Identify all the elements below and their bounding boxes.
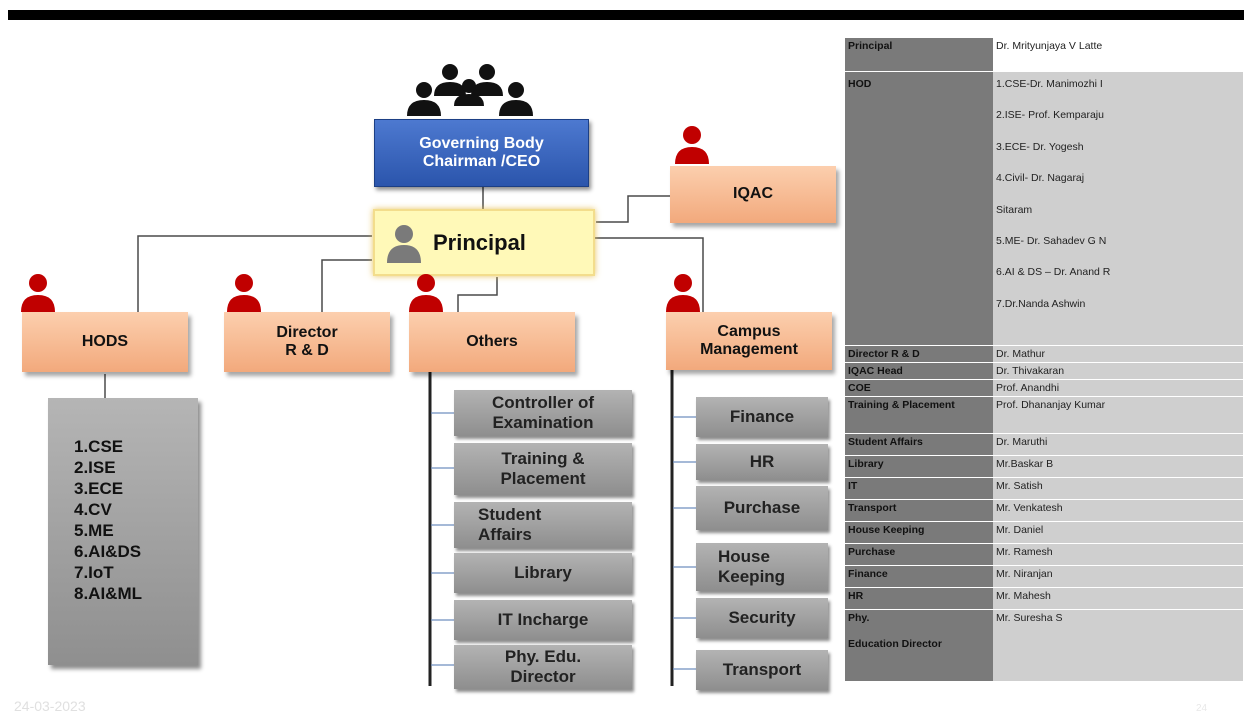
- table-label: Finance: [845, 566, 993, 588]
- others-item-coe: Controller of Examination: [454, 390, 632, 436]
- hod-entry: 5.ME- Dr. Sahadev G N: [996, 234, 1107, 247]
- table-label: Director R & D: [845, 346, 993, 363]
- others-item-library: Library: [454, 553, 632, 593]
- table-value: Mr. Ramesh: [993, 544, 1243, 566]
- table-label: COE: [845, 380, 993, 397]
- table-row: Student Affairs Dr. Maruthi: [845, 434, 1243, 456]
- others-item-training-placement: Training & Placement: [454, 443, 632, 495]
- others-item-phy-edu: Phy. Edu. Director: [454, 645, 632, 689]
- table-value: Dr. Thivakaran: [993, 363, 1243, 380]
- table-value: Mr. Daniel: [993, 522, 1243, 544]
- table-row: HR Mr. Mahesh: [845, 588, 1243, 610]
- table-row: IT Mr. Satish: [845, 478, 1243, 500]
- table-row: Phy. Education Director Mr. Suresha S: [845, 610, 1243, 682]
- table-row: Library Mr.Baskar B: [845, 456, 1243, 478]
- department-item: 6.AI&DS: [74, 542, 142, 561]
- table-row-hod: HOD 1.CSE-Dr. Manimozhi I 2.ISE- Prof. K…: [845, 72, 1243, 346]
- table-value: Dr. Mrityunjaya V Latte: [993, 38, 1243, 72]
- hod-entry: 1.CSE-Dr. Manimozhi I: [996, 78, 1103, 90]
- table-label: IT: [845, 478, 993, 500]
- table-row: Principal Dr. Mrityunjaya V Latte: [845, 38, 1243, 72]
- table-row: Finance Mr. Niranjan: [845, 566, 1243, 588]
- hod-list: 1.CSE-Dr. Manimozhi I 2.ISE- Prof. Kempa…: [993, 72, 1243, 346]
- others-box: Others: [409, 312, 575, 372]
- others-item-it-incharge: IT Incharge: [454, 600, 632, 640]
- department-item: 4.CV: [74, 500, 112, 519]
- table-value: Mr. Venkatesh: [993, 500, 1243, 522]
- table-value: Mr.Baskar B: [993, 456, 1243, 478]
- campus-management-box: Campus Management: [666, 312, 832, 370]
- campus-item-transport: Transport: [696, 650, 828, 690]
- table-label: Principal: [845, 38, 993, 72]
- table-value: Mr. Suresha S: [993, 610, 1243, 682]
- table-row: House Keeping Mr. Daniel: [845, 522, 1243, 544]
- campus-item-finance: Finance: [696, 397, 828, 437]
- table-label: HR: [845, 588, 993, 610]
- table-value: Prof. Dhananjay Kumar: [993, 397, 1243, 434]
- others-person-icon: [406, 272, 446, 312]
- hod-entry: 3.ECE- Dr. Yogesh: [996, 140, 1084, 153]
- hods-person-icon: [18, 272, 58, 312]
- campus-item-purchase: Purchase: [696, 486, 828, 530]
- campus-item-security: Security: [696, 598, 828, 638]
- slide-page-number: 24: [1196, 703, 1208, 714]
- departments-list: 1.CSE 2.ISE 3.ECE 4.CV 5.ME 6.AI&DS 7.Io…: [74, 436, 142, 604]
- top-bar: [8, 10, 1244, 20]
- table-label: Training & Placement: [845, 397, 993, 434]
- table-label: HOD: [845, 72, 993, 346]
- department-item: 1.CSE: [74, 437, 124, 456]
- departments-box: 1.CSE 2.ISE 3.ECE 4.CV 5.ME 6.AI&DS 7.Io…: [48, 398, 198, 665]
- department-item: 2.ISE: [74, 458, 116, 477]
- table-label: Library: [845, 456, 993, 478]
- table-value: Dr. Maruthi: [993, 434, 1243, 456]
- slide-date: 24-03-2023: [14, 698, 86, 714]
- governing-body-box: Governing Body Chairman /CEO: [374, 119, 589, 187]
- table-row: Transport Mr. Venkatesh: [845, 500, 1243, 522]
- table-row: Director R & D Dr. Mathur: [845, 346, 1243, 363]
- principal-box: Principal: [373, 209, 595, 276]
- iqac-person-icon: [672, 124, 712, 164]
- hod-entry: Sitaram: [996, 203, 1033, 216]
- table-row: Training & Placement Prof. Dhananjay Kum…: [845, 397, 1243, 434]
- table-value: Dr. Mathur: [993, 346, 1243, 363]
- table-label: House Keeping: [845, 522, 993, 544]
- group-people-icon: [404, 62, 538, 118]
- table-label: Student Affairs: [845, 434, 993, 456]
- hods-box: HODS: [22, 312, 188, 372]
- department-item: 7.IoT: [74, 563, 114, 582]
- principal-label: Principal: [433, 229, 526, 255]
- table-value: Mr. Mahesh: [993, 588, 1243, 610]
- hod-entry: 4.Civil- Dr. Nagaraj: [996, 172, 1085, 185]
- table-row: COE Prof. Anandhi: [845, 380, 1243, 397]
- table-row: IQAC Head Dr. Thivakaran: [845, 363, 1243, 380]
- iqac-box: IQAC: [670, 166, 836, 223]
- campus-item-house-keeping: House Keeping: [696, 543, 828, 591]
- department-item: 5.ME: [74, 521, 114, 540]
- table-label: Phy. Education Director: [845, 610, 993, 682]
- table-value: Mr. Niranjan: [993, 566, 1243, 588]
- staff-table: Principal Dr. Mrityunjaya V Latte HOD 1.…: [845, 38, 1243, 682]
- department-item: 8.AI&ML: [74, 584, 142, 603]
- hod-entry: 6.AI & DS – Dr. Anand R: [996, 266, 1111, 279]
- campus-item-hr: HR: [696, 444, 828, 480]
- others-item-student-affairs: Student Affairs: [454, 502, 632, 548]
- principal-person-icon: [385, 223, 423, 265]
- hod-entry: 2.ISE- Prof. Kemparaju: [996, 109, 1104, 122]
- director-rd-box: Director R & D: [224, 312, 390, 372]
- table-value: Mr. Satish: [993, 478, 1243, 500]
- table-label: Purchase: [845, 544, 993, 566]
- campus-person-icon: [663, 272, 703, 312]
- director-person-icon: [224, 272, 264, 312]
- table-label: Transport: [845, 500, 993, 522]
- table-row: Purchase Mr. Ramesh: [845, 544, 1243, 566]
- table-label: IQAC Head: [845, 363, 993, 380]
- department-item: 3.ECE: [74, 479, 124, 498]
- table-value: Prof. Anandhi: [993, 380, 1243, 397]
- hod-entry: 7.Dr.Nanda Ashwin: [996, 297, 1086, 310]
